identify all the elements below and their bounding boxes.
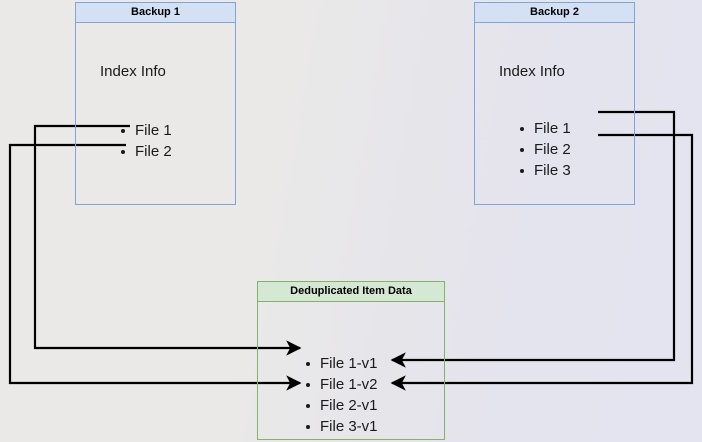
list-item[interactable]: File 1 bbox=[119, 120, 172, 141]
backup-2-file-label: File 2 bbox=[534, 141, 571, 158]
list-item[interactable]: File 1-v1 bbox=[304, 353, 378, 374]
list-item[interactable]: File 2 bbox=[518, 139, 571, 160]
backup-1-file-list: File 1 File 2 bbox=[119, 120, 172, 162]
backup-2-file-list: File 1 File 2 File 3 bbox=[518, 118, 571, 181]
backup-2-body: Index Info File 1 File 2 File 3 bbox=[475, 23, 634, 204]
list-item[interactable]: File 1 bbox=[518, 118, 571, 139]
dedup-item-label: File 1-v2 bbox=[320, 376, 378, 393]
list-item[interactable]: File 3 bbox=[518, 160, 571, 181]
dedup-body: File 1-v1 File 1-v2 File 2-v1 File 3-v1 bbox=[258, 302, 444, 439]
backup-2-file-label: File 1 bbox=[534, 120, 571, 137]
backup-2-file-label: File 3 bbox=[534, 162, 571, 179]
list-item[interactable]: File 2-v1 bbox=[304, 395, 378, 416]
dedup-item-label: File 3-v1 bbox=[320, 418, 378, 435]
backup-1-file-label: File 2 bbox=[135, 143, 172, 160]
dedup-header: Deduplicated Item Data bbox=[258, 282, 444, 302]
backup-1-node[interactable]: Backup 1 Index Info File 1 File 2 bbox=[75, 2, 236, 205]
list-item[interactable]: File 3-v1 bbox=[304, 416, 378, 437]
backup-1-index-info-label: Index Info bbox=[100, 63, 166, 80]
backup-2-node[interactable]: Backup 2 Index Info File 1 File 2 File 3 bbox=[474, 2, 635, 205]
deduplicated-item-data-node[interactable]: Deduplicated Item Data File 1-v1 File 1-… bbox=[257, 281, 445, 440]
backup-2-header: Backup 2 bbox=[475, 3, 634, 23]
backup-1-body: Index Info File 1 File 2 bbox=[76, 23, 235, 204]
list-item[interactable]: File 2 bbox=[119, 141, 172, 162]
backup-1-file-label: File 1 bbox=[135, 122, 172, 139]
dedup-item-list: File 1-v1 File 1-v2 File 2-v1 File 3-v1 bbox=[304, 353, 378, 437]
list-item[interactable]: File 1-v2 bbox=[304, 374, 378, 395]
backup-2-index-info-label: Index Info bbox=[499, 63, 565, 80]
dedup-item-label: File 1-v1 bbox=[320, 355, 378, 372]
dedup-item-label: File 2-v1 bbox=[320, 397, 378, 414]
backup-1-header: Backup 1 bbox=[76, 3, 235, 23]
